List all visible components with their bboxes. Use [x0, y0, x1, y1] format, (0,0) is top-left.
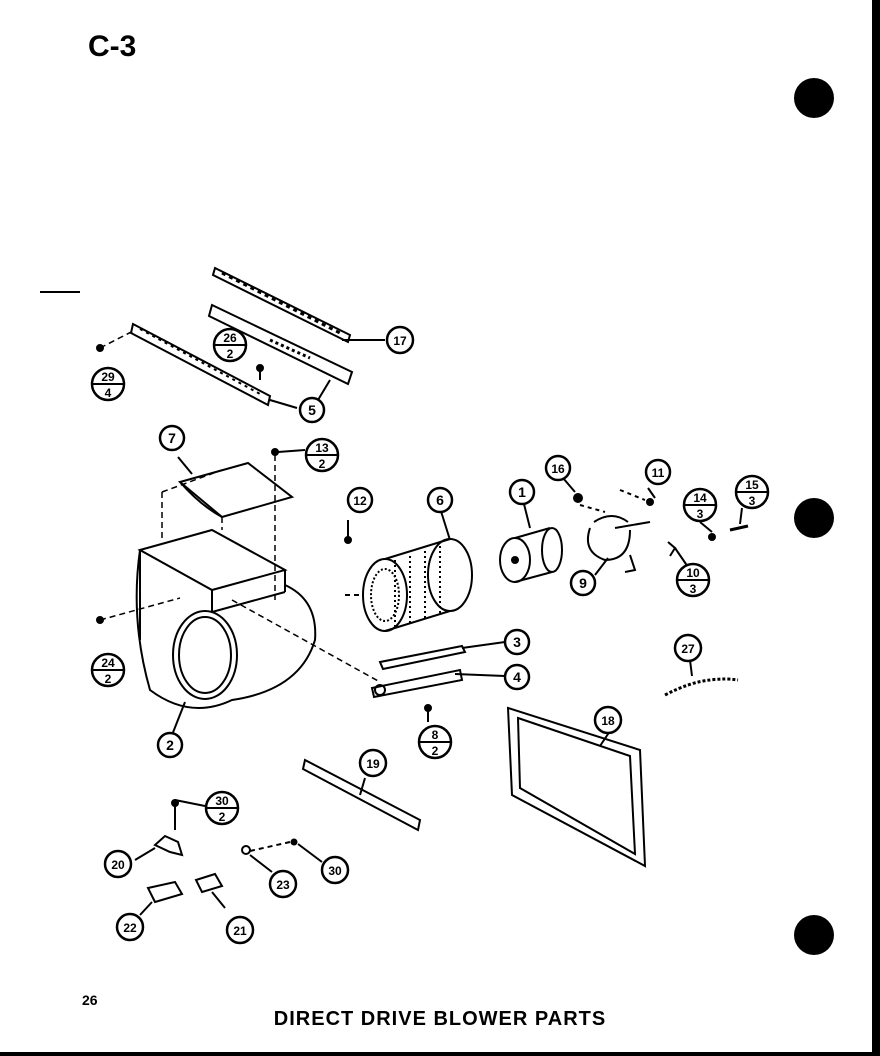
- page-code: C-3: [88, 30, 137, 63]
- callout-12: 12: [346, 486, 374, 514]
- svg-text:20: 20: [111, 858, 125, 872]
- callout-1: 1: [508, 478, 536, 506]
- callout-29-4: 29 4: [90, 366, 126, 402]
- svg-text:23: 23: [276, 878, 290, 892]
- callout-17: 17: [385, 325, 415, 355]
- binder-hole-middle: [794, 498, 834, 538]
- callout-16: 16: [544, 454, 572, 482]
- callout-4: 4: [503, 663, 531, 691]
- svg-text:3: 3: [749, 494, 756, 508]
- binder-hole-bottom: [794, 915, 834, 955]
- svg-text:2: 2: [166, 737, 174, 753]
- callout-15-3: 15 3: [734, 474, 770, 510]
- svg-text:12: 12: [353, 494, 367, 508]
- callout-27: 27: [673, 633, 703, 663]
- diagram-title: DIRECT DRIVE BLOWER PARTS: [273, 1008, 607, 1030]
- callout-30-bottom: 30: [320, 855, 350, 885]
- svg-text:9: 9: [579, 575, 587, 591]
- plate-7: [177, 456, 295, 519]
- svg-text:22: 22: [123, 921, 137, 935]
- svg-text:15: 15: [745, 478, 759, 492]
- svg-text:2: 2: [432, 744, 439, 758]
- svg-text:30: 30: [215, 794, 229, 808]
- svg-text:1: 1: [518, 484, 526, 500]
- svg-text:27: 27: [681, 642, 695, 656]
- svg-text:8: 8: [432, 728, 439, 742]
- svg-text:26: 26: [223, 331, 237, 345]
- page-border-bottom: [0, 1052, 880, 1056]
- callout-19: 19: [358, 748, 388, 778]
- svg-text:13: 13: [315, 441, 329, 455]
- motor-mount: [579, 489, 651, 576]
- svg-text:19: 19: [366, 757, 380, 771]
- svg-text:3: 3: [513, 634, 521, 650]
- callout-21: 21: [225, 915, 255, 945]
- blower-wheel: [345, 507, 473, 632]
- page-number: 26: [82, 992, 98, 1008]
- svg-text:2: 2: [319, 457, 326, 471]
- callout-20: 20: [103, 849, 133, 879]
- screw-26: [256, 364, 264, 372]
- callout-14-3: 14 3: [682, 487, 718, 523]
- callout-13-2: 13 2: [304, 437, 340, 473]
- svg-text:2: 2: [105, 672, 112, 686]
- callout-24-2: 24 2: [90, 652, 126, 688]
- callout-23: 23: [268, 869, 298, 899]
- callout-5: 5: [298, 396, 326, 424]
- svg-text:17: 17: [393, 334, 407, 348]
- rail-5-upper: [207, 303, 354, 386]
- rail-5-lower: [129, 322, 272, 407]
- callout-11: 11: [644, 458, 672, 486]
- callout-9: 9: [569, 569, 597, 597]
- svg-text:5: 5: [308, 402, 316, 418]
- callout-30-2: 30 2: [204, 790, 240, 826]
- rail-17: [211, 266, 352, 344]
- svg-text:2: 2: [219, 810, 226, 824]
- blower-housing: [99, 455, 381, 736]
- callout-26-2: 26 2: [212, 327, 248, 363]
- callout-22: 22: [115, 912, 145, 942]
- callout-18: 18: [593, 705, 623, 735]
- svg-text:4: 4: [513, 669, 521, 685]
- page-border-right: [872, 0, 880, 1056]
- svg-text:3: 3: [697, 507, 704, 521]
- svg-text:30: 30: [328, 864, 342, 878]
- svg-text:18: 18: [601, 714, 615, 728]
- svg-text:6: 6: [436, 492, 444, 508]
- svg-text:21: 21: [233, 924, 247, 938]
- svg-text:4: 4: [105, 386, 112, 400]
- svg-text:24: 24: [101, 656, 115, 670]
- callout-6: 6: [426, 486, 454, 514]
- binder-hole-top: [794, 78, 834, 118]
- svg-text:16: 16: [551, 462, 565, 476]
- callout-8-2: 8 2: [417, 724, 453, 760]
- svg-text:11: 11: [652, 466, 665, 480]
- svg-text:3: 3: [690, 582, 697, 596]
- callout-10-3: 10 3: [675, 562, 711, 598]
- callout-7: 7: [158, 424, 186, 452]
- callout-2: 2: [156, 731, 184, 759]
- svg-text:7: 7: [168, 430, 176, 446]
- svg-text:29: 29: [101, 370, 115, 384]
- filter-frame: [506, 706, 647, 868]
- svg-text:2: 2: [227, 347, 234, 361]
- svg-text:10: 10: [686, 566, 700, 580]
- screw-29: [96, 344, 104, 352]
- callout-3: 3: [503, 628, 531, 656]
- motor: [499, 499, 563, 583]
- svg-text:14: 14: [693, 491, 707, 505]
